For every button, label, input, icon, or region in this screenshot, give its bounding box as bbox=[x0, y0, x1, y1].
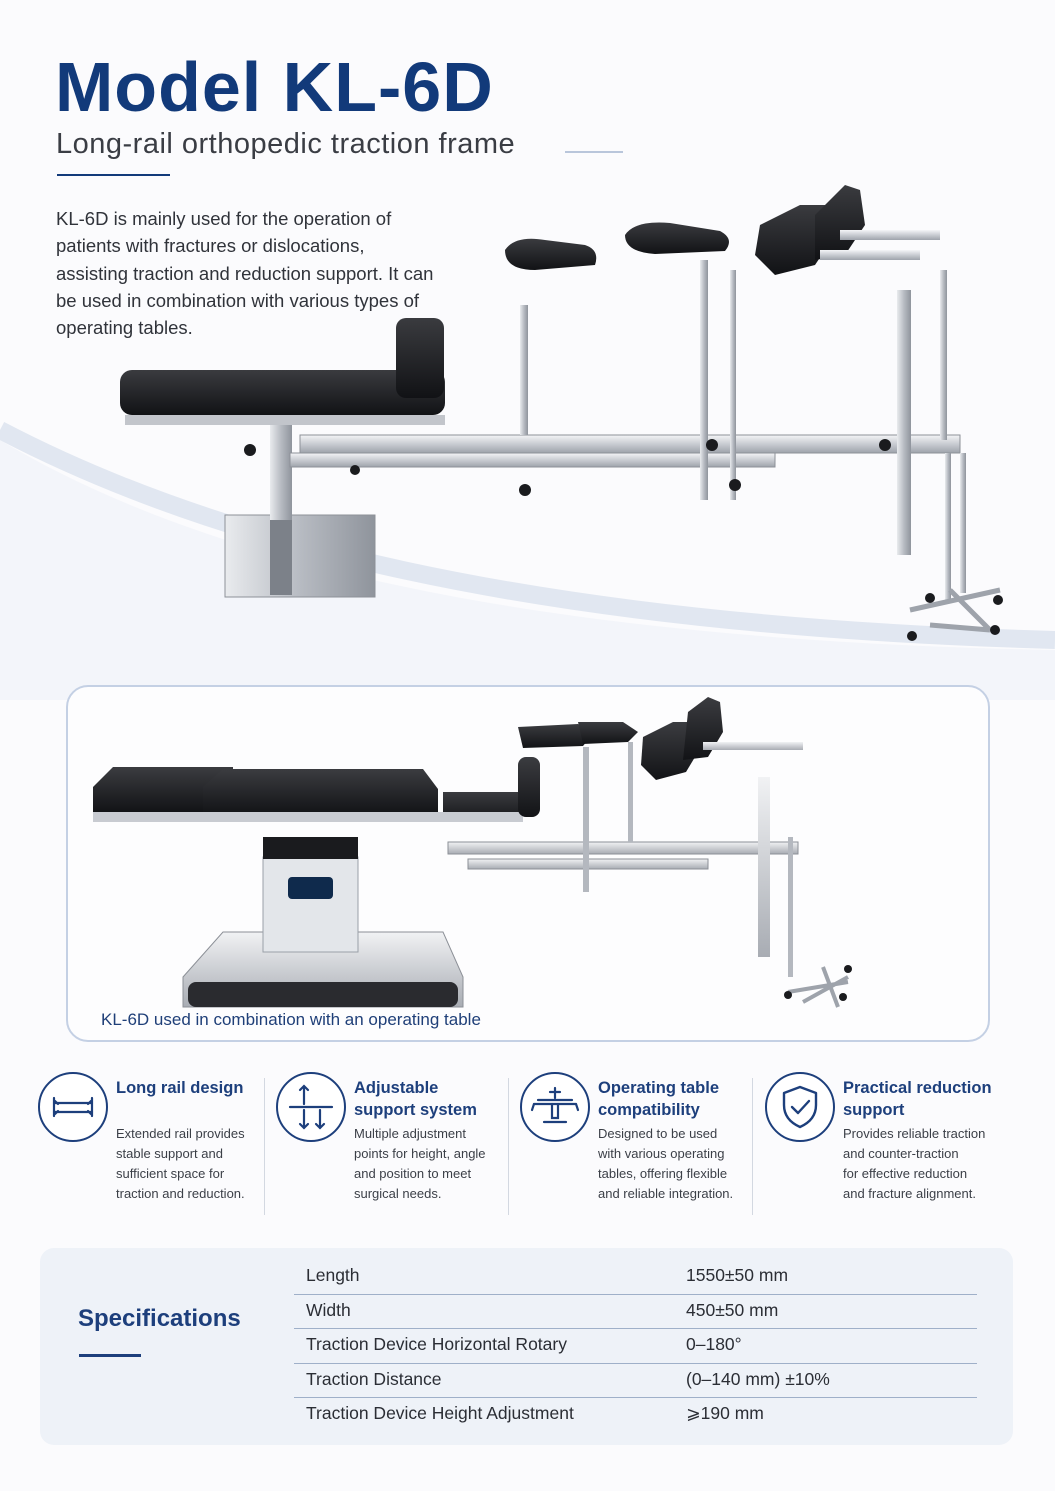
traction-frame-image bbox=[120, 185, 1003, 641]
feature-description: Designed to be used with various operati… bbox=[598, 1126, 734, 1201]
background-swoosh bbox=[0, 422, 1055, 700]
spec-row-traction-distance: Traction Distance (0–140 mm) ±10% bbox=[294, 1364, 977, 1398]
feature-title: Long rail design bbox=[116, 1079, 244, 1097]
operating-table-icon bbox=[520, 1072, 590, 1142]
spec-value: 450±50 mm bbox=[686, 1299, 779, 1320]
spec-name: Traction Device Height Adjustment bbox=[306, 1403, 574, 1423]
long-rail-icon bbox=[38, 1072, 108, 1142]
spec-value: 1550±50 mm bbox=[686, 1265, 789, 1285]
spec-value: (0–140 mm) ±10% bbox=[686, 1368, 830, 1389]
feature-description: Extended rail provides stable support an… bbox=[116, 1126, 245, 1201]
intro-text: KL-6D is mainly used for the operation o… bbox=[56, 208, 434, 339]
feature-description: Multiple adjustment points for height, a… bbox=[354, 1126, 486, 1201]
feature-divider bbox=[752, 1078, 753, 1215]
spec-name: Length bbox=[306, 1265, 360, 1285]
specifications-underline bbox=[79, 1354, 141, 1357]
feature-title: Adjustable support system bbox=[354, 1079, 477, 1119]
feature-title: Practical reduction support bbox=[843, 1079, 992, 1119]
specifications-heading: Specifications bbox=[78, 1305, 241, 1332]
combination-panel: KL-6D used in combination with an operat… bbox=[66, 685, 990, 1042]
spec-value: 0–180° bbox=[686, 1334, 742, 1354]
shield-check-icon bbox=[765, 1072, 835, 1142]
spec-row-divider bbox=[294, 1293, 977, 1295]
spec-value: ⩾190 mm bbox=[686, 1403, 764, 1423]
title-underline bbox=[57, 174, 170, 176]
operating-table-combination-image bbox=[93, 697, 852, 1008]
spec-row-divider bbox=[294, 1328, 977, 1329]
spec-row-divider bbox=[294, 1397, 977, 1398]
feature-reduction-support: Practical reduction support Provides rel… bbox=[757, 1068, 1017, 1218]
spec-row-horizontal-rotary: Traction Device Horizontal Rotary 0–180° bbox=[294, 1329, 977, 1364]
adjustable-arrows-icon bbox=[276, 1072, 346, 1142]
spec-name: Width bbox=[306, 1299, 351, 1320]
features-row: Long rail design Extended rail provides … bbox=[30, 1068, 1025, 1218]
feature-divider bbox=[508, 1078, 509, 1215]
feature-title: Operating table compatibility bbox=[598, 1079, 720, 1119]
feature-description: Provides reliable traction and counter-t… bbox=[843, 1126, 986, 1201]
page-subtitle: Long-rail orthopedic traction frame bbox=[56, 128, 516, 160]
feature-table-compatibility: Operating table compatibility Designed t… bbox=[512, 1068, 752, 1218]
spec-row-height-adjustment: Traction Device Height Adjustment ⩾190 m… bbox=[294, 1398, 977, 1433]
page-title: Model KL-6D bbox=[55, 48, 494, 126]
feature-divider bbox=[264, 1078, 265, 1215]
feature-adjustable-support: Adjustable support system Multiple adjus… bbox=[268, 1068, 508, 1218]
spec-row-divider bbox=[294, 1362, 977, 1364]
feature-long-rail: Long rail design Extended rail provides … bbox=[30, 1068, 270, 1218]
spec-row-width: Width 450±50 mm bbox=[294, 1295, 977, 1329]
combination-caption: KL-6D used in combination with an operat… bbox=[101, 1010, 481, 1029]
spec-name: Traction Distance bbox=[306, 1368, 442, 1389]
specifications-panel: Specifications Length 1550±50 mm Width 4… bbox=[40, 1248, 1013, 1445]
spec-row-length: Length 1550±50 mm bbox=[294, 1260, 977, 1295]
subtitle-rule bbox=[565, 151, 623, 153]
spec-name: Traction Device Horizontal Rotary bbox=[306, 1334, 567, 1354]
